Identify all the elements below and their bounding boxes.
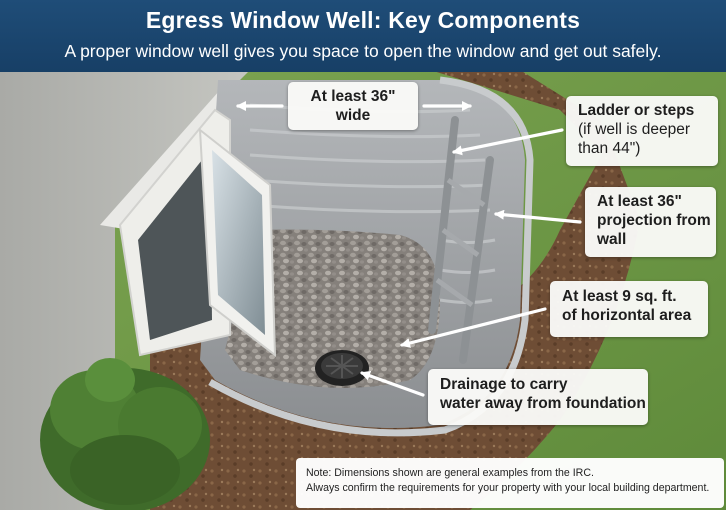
callout-drainage: Drainage to carry water away from founda… (428, 369, 648, 425)
ladder-arrow (452, 128, 564, 156)
projection-arrow (494, 209, 582, 224)
area-arrow (400, 307, 547, 348)
callout-ladder: Ladder or steps (if well is deeper than … (566, 96, 718, 166)
callout-area: At least 9 sq. ft. of horizontal area (550, 281, 708, 337)
ladder-icon (428, 116, 494, 364)
drain-icon (315, 350, 369, 386)
disclaimer-note: Note: Dimensions shown are general examp… (296, 458, 724, 508)
header-banner: Egress Window Well: Key Components A pro… (0, 0, 726, 72)
callout-width: At least 36" wide (288, 82, 418, 130)
gravel-floor (225, 229, 440, 388)
drainage-arrow (360, 371, 425, 397)
page-title: Egress Window Well: Key Components (145, 7, 581, 33)
page-subtitle: A proper window well gives you space to … (64, 41, 662, 61)
window-icon (118, 108, 277, 358)
callout-projection: At least 36" projection from wall (585, 187, 716, 257)
shrub-icon (40, 358, 210, 510)
